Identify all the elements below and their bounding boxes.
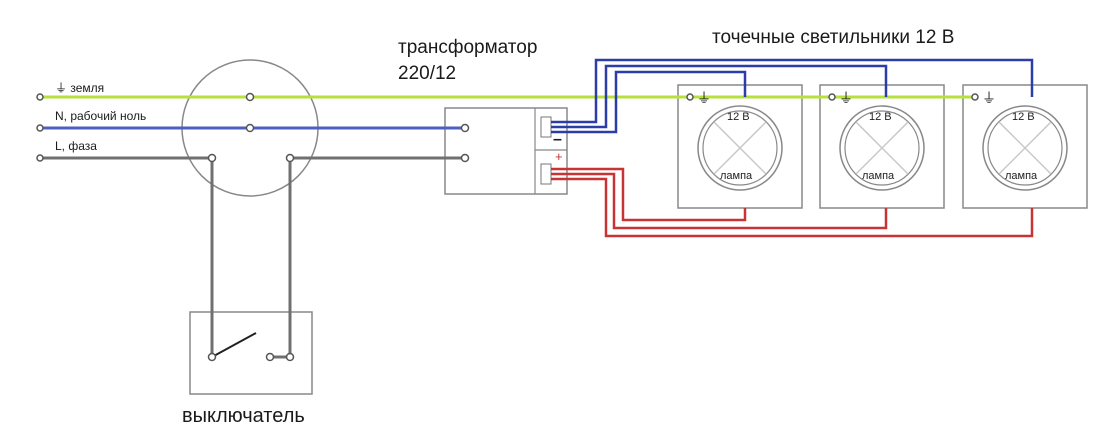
- lamp-1-voltage: 12 В: [727, 111, 750, 123]
- ground-icon: ⏚: [55, 81, 68, 95]
- transformer-out-pos: [540, 163, 552, 185]
- lamp-3-name: лампа: [1005, 170, 1038, 182]
- lamp-2-ground-icon: ⏚: [839, 90, 853, 106]
- lamp-2: [839, 105, 925, 191]
- plus-sign: +: [555, 149, 563, 164]
- lamp-3-ground-icon: ⏚: [982, 90, 996, 106]
- transformer-out-neg: [540, 116, 552, 138]
- switch-lever: [211, 332, 257, 358]
- lamp-3-voltage: 12 В: [1012, 111, 1035, 123]
- transformer-ratio: 220/12: [398, 63, 457, 84]
- spotlights-title: точечные светильники 12 В: [712, 27, 955, 48]
- switched-phase-wire: [288, 156, 465, 357]
- lamp-1: [697, 105, 783, 191]
- switch-box: [189, 311, 313, 395]
- dc-negative-wires: [551, 58, 1034, 134]
- phase-wire: [40, 156, 214, 357]
- lamp-1-ground-icon: ⏚: [697, 90, 711, 106]
- lamp-2-name: лампа: [862, 170, 895, 182]
- lamp-2-voltage: 12 В: [869, 111, 892, 123]
- phase-label: L, фаза: [55, 139, 97, 153]
- transformer-title: трансформатор: [398, 37, 538, 58]
- lamp-3: [982, 105, 1068, 191]
- lamp-1-name: лампа: [720, 170, 753, 182]
- switch-label: выключатель: [182, 405, 305, 427]
- ground-label: ⏚ земля: [55, 81, 105, 95]
- terminals: [36, 92, 979, 362]
- neutral-label: N, рабочий ноль: [55, 109, 147, 123]
- dc-positive-wires: [551, 167, 1034, 238]
- minus-sign: –: [553, 131, 562, 148]
